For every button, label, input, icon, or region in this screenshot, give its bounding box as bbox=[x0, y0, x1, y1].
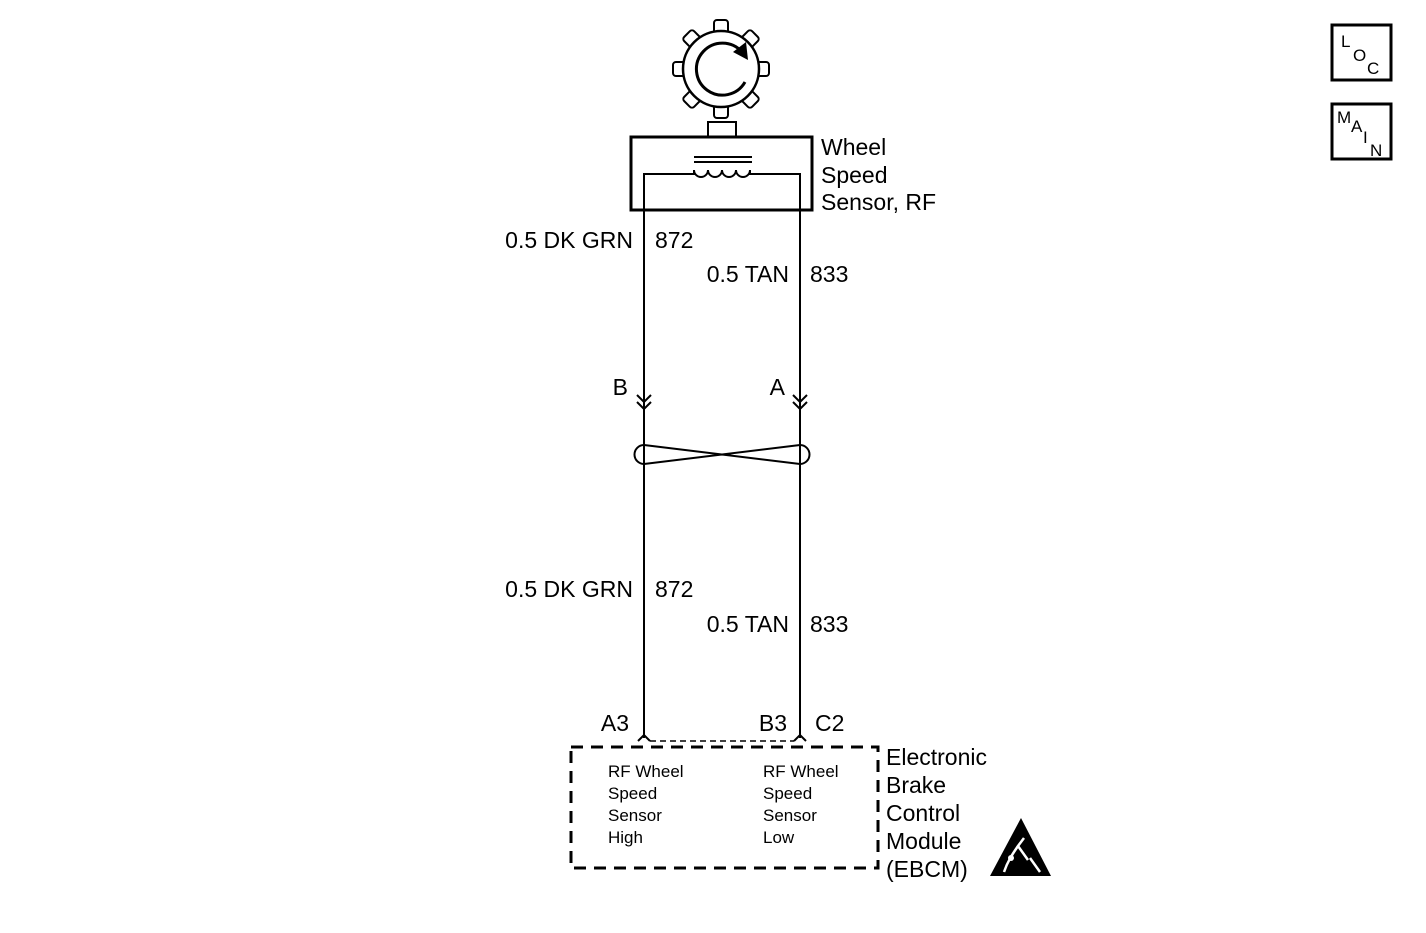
main-button[interactable]: M A I N bbox=[1330, 102, 1393, 161]
module-name-line-3: Control bbox=[886, 800, 960, 826]
wire-color-upper-right: 0.5 TAN bbox=[707, 261, 789, 287]
module-pin-a3: A3 bbox=[601, 710, 629, 736]
ebcm-high-line-2: Speed bbox=[608, 784, 657, 803]
module-name-line-2: Brake bbox=[886, 772, 946, 798]
wire-circuit-lower-left: 872 bbox=[655, 576, 693, 602]
main-letter-n: N bbox=[1370, 141, 1382, 160]
ebcm-low-line-4: Low bbox=[763, 828, 795, 847]
wheel-speed-sensor bbox=[629, 135, 814, 212]
wire-color-lower-right: 0.5 TAN bbox=[707, 611, 789, 637]
ebcm-low-line-3: Sensor bbox=[763, 806, 817, 825]
ebcm-high-line-3: Sensor bbox=[608, 806, 662, 825]
inline-connector bbox=[636, 394, 808, 411]
loc-button[interactable]: L O C bbox=[1330, 23, 1393, 82]
sensor-name-line-1: Wheel bbox=[821, 134, 886, 160]
ebcm-high-line-1: RF Wheel bbox=[608, 762, 684, 781]
wire-color-upper-left: 0.5 DK GRN bbox=[505, 227, 633, 253]
module-pin-terminals bbox=[637, 733, 807, 742]
main-letter-m: M bbox=[1337, 108, 1351, 127]
module-name-line-5: (EBCM) bbox=[886, 856, 968, 882]
wire-color-lower-left: 0.5 DK GRN bbox=[505, 576, 633, 602]
wire-circuit-lower-right: 833 bbox=[810, 611, 848, 637]
wire-circuit-upper-right: 833 bbox=[810, 261, 848, 287]
module-connector-c2: C2 bbox=[815, 710, 844, 736]
ebcm-low-line-1: RF Wheel bbox=[763, 762, 839, 781]
loc-letter-o: O bbox=[1353, 46, 1366, 65]
module-pin-b3: B3 bbox=[759, 710, 787, 736]
module-name-line-4: Module bbox=[886, 828, 961, 854]
sensor-name-line-3: Sensor, RF bbox=[821, 189, 936, 215]
wire-circuit-upper-left: 872 bbox=[655, 227, 693, 253]
esd-warning-icon bbox=[990, 818, 1051, 876]
twisted-pair-icon bbox=[633, 443, 811, 466]
loc-letter-c: C bbox=[1367, 59, 1379, 78]
module-name-line-1: Electronic bbox=[886, 744, 987, 770]
ebcm-box bbox=[569, 745, 880, 870]
tone-ring-icon bbox=[672, 19, 770, 139]
ebcm-high-line-4: High bbox=[608, 828, 643, 847]
main-letter-a: A bbox=[1351, 117, 1363, 136]
main-letter-i: I bbox=[1363, 128, 1368, 147]
loc-letter-l: L bbox=[1341, 32, 1350, 51]
sensor-name-line-2: Speed bbox=[821, 162, 888, 188]
ebcm-low-line-2: Speed bbox=[763, 784, 812, 803]
connector-pin-b: B bbox=[613, 374, 628, 400]
connector-pin-a: A bbox=[770, 374, 786, 400]
